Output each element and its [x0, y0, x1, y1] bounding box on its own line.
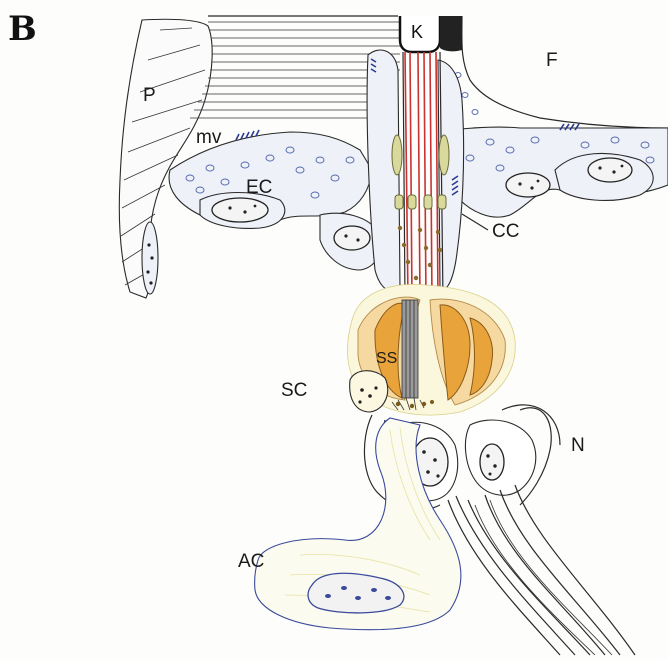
- label-k: K: [411, 22, 423, 42]
- label-ss: SS: [376, 350, 397, 367]
- label-ec: EC: [246, 177, 272, 198]
- columnar-cells: [367, 50, 464, 292]
- cc-pointer-line: [462, 214, 488, 230]
- panel-letter: B: [8, 9, 37, 49]
- label-p: P: [143, 85, 156, 106]
- label-cc: CC: [492, 221, 519, 242]
- label-mv: mv: [196, 127, 222, 148]
- epithelium-right: [450, 16, 668, 217]
- label-ac: AC: [238, 551, 264, 572]
- label-n: N: [571, 435, 585, 456]
- label-f: F: [546, 50, 558, 71]
- sc-cell: [350, 371, 388, 412]
- label-sc: SC: [281, 380, 307, 401]
